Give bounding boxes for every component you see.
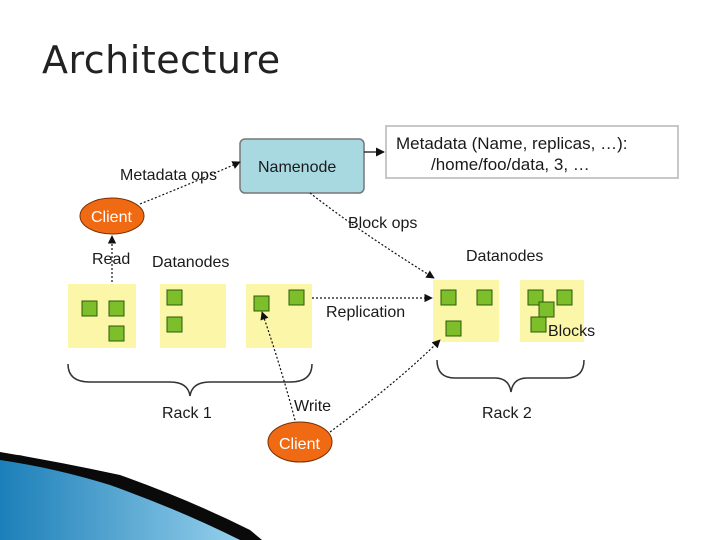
metadata-line-2: /home/foo/data, 3, … <box>431 155 590 174</box>
rack1-datanode-1 <box>68 284 136 348</box>
write-label: Write <box>294 398 331 415</box>
metadata-line-1: Metadata (Name, replicas, …): <box>396 134 627 153</box>
block-ops-arrow <box>309 192 435 279</box>
write-arrow <box>260 311 297 425</box>
client-bottom-label: Client <box>279 436 320 453</box>
decorative-swoosh <box>0 452 262 540</box>
client-bottom: Client <box>267 421 333 463</box>
block <box>527 289 544 306</box>
block <box>108 300 125 317</box>
namenode-node: Namenode <box>239 138 365 194</box>
namenode-label: Namenode <box>258 159 336 176</box>
read-label: Read <box>92 251 130 268</box>
metadata-box: Metadata (Name, replicas, …): /home/foo/… <box>385 125 679 179</box>
replication-label: Replication <box>326 304 405 321</box>
block <box>253 295 270 312</box>
block <box>445 320 462 337</box>
client-top: Client <box>79 197 145 235</box>
rack1-datanode-2 <box>160 284 226 348</box>
block <box>288 289 305 306</box>
rack1-datanode-3 <box>246 284 312 348</box>
rack2-datanode-1 <box>433 280 499 342</box>
metadata-ops-label: Metadata ops <box>120 167 217 184</box>
rack1-label: Rack 1 <box>162 405 212 422</box>
datanodes-right-label: Datanodes <box>466 248 543 265</box>
block <box>81 300 98 317</box>
client-top-label: Client <box>91 209 132 226</box>
block-ops-label: Block ops <box>348 215 417 232</box>
datanodes-left-label: Datanodes <box>152 254 229 271</box>
block <box>530 316 547 333</box>
block <box>440 289 457 306</box>
rack2-datanode-2 <box>520 280 584 342</box>
block <box>556 289 573 306</box>
block <box>108 325 125 342</box>
write-to-rack2-arrow <box>329 339 441 433</box>
metadata-ops-arrow <box>139 161 241 205</box>
block <box>476 289 493 306</box>
blocks-label: Blocks <box>548 323 595 340</box>
rack2-brace <box>436 359 585 393</box>
block <box>166 316 183 333</box>
block <box>166 289 183 306</box>
rack1-brace <box>67 363 313 397</box>
block <box>538 301 555 318</box>
rack2-label: Rack 2 <box>482 405 532 422</box>
slide-title: Architecture <box>42 38 281 82</box>
